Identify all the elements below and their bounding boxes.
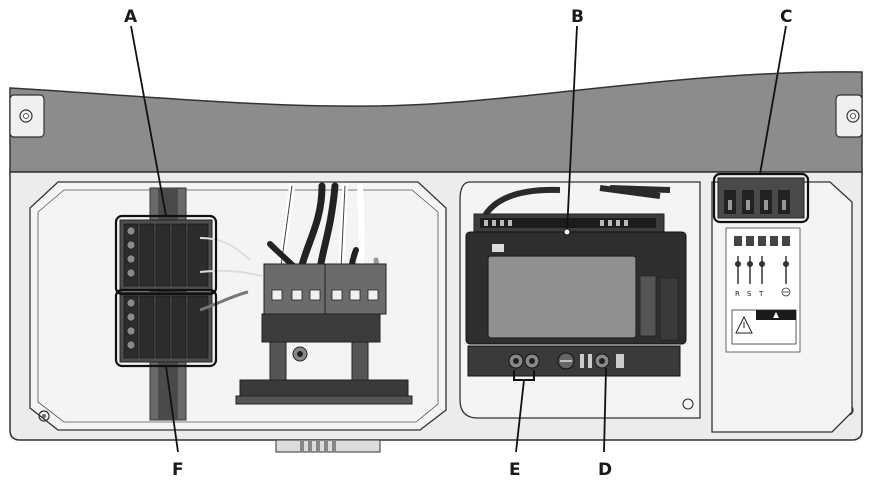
callout-label-a: A xyxy=(124,7,138,27)
callout-label-c: C xyxy=(780,7,792,27)
terminal-block-a xyxy=(119,219,263,291)
label-t: T xyxy=(758,290,764,298)
dc-switch xyxy=(235,263,413,405)
screw-left xyxy=(38,410,50,422)
warning-icon xyxy=(735,315,753,334)
label-s: S xyxy=(747,290,752,298)
callout-label-e: E xyxy=(509,460,521,480)
leader-lines xyxy=(130,25,787,453)
callout-label-f: F xyxy=(172,460,184,480)
ground-icon xyxy=(781,287,791,297)
lid-hook-right xyxy=(835,94,863,138)
terminal-block-f xyxy=(119,290,249,363)
bottom-connector xyxy=(275,439,381,453)
ac-label-sticker: R S T xyxy=(725,227,801,353)
ac-connector xyxy=(717,177,805,219)
housing-lid xyxy=(9,71,863,173)
callout-label-b: B xyxy=(571,7,584,27)
communication-assembly xyxy=(465,213,687,377)
label-r: R xyxy=(735,290,740,298)
callout-label-d: D xyxy=(598,460,612,480)
lid-hook-left xyxy=(9,94,45,138)
callout-box-c xyxy=(712,172,810,224)
